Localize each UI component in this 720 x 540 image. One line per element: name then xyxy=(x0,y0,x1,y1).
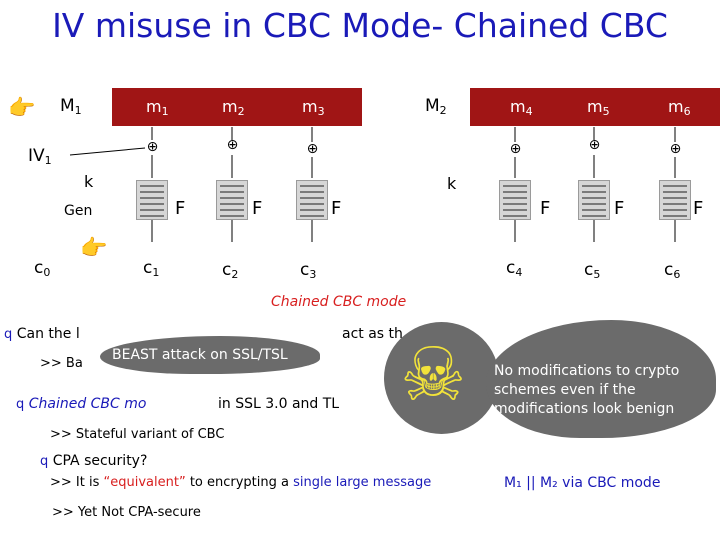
xor-icon: ⊕ xyxy=(509,141,522,157)
ba-fragment: >> Ba xyxy=(40,356,83,371)
gen-label: Gen xyxy=(64,203,93,219)
question-reuse-end: act as th xyxy=(342,326,403,342)
diagram-lines xyxy=(69,127,676,242)
beast-attack-cloud xyxy=(100,336,320,374)
message-block-M1: m1 m2 m3 xyxy=(112,88,362,126)
ciphertext-label: c6 xyxy=(664,260,681,281)
warning-cloud xyxy=(486,320,716,438)
slide-title: IV misuse in CBC Mode- Chained CBC xyxy=(52,6,668,45)
F-label: F xyxy=(252,198,263,219)
xor-icon: ⊕ xyxy=(669,141,682,157)
F-label: F xyxy=(614,198,625,219)
ciphertext-label: c5 xyxy=(584,260,601,281)
warning-message: No modifications to crypto schemes even … xyxy=(494,363,680,417)
equivalence-line: >> It is “equivalent” to encrypting a si… xyxy=(50,475,432,490)
key-label: k xyxy=(84,172,94,191)
not-cpa-secure: >> Yet Not CPA-secure xyxy=(52,505,201,520)
ciphertext-label: c3 xyxy=(300,260,317,281)
message-M1-label: M1 xyxy=(60,96,82,117)
question-reuse: q Can the l xyxy=(4,326,80,342)
block-cipher-F-box xyxy=(499,180,531,220)
ciphertext-label: c1 xyxy=(143,258,160,279)
diagram-caption: Chained CBC mode xyxy=(271,294,407,310)
xor-icon: ⊕ xyxy=(306,141,319,157)
xor-icon: ⊕ xyxy=(146,139,159,155)
F-label: F xyxy=(540,198,551,219)
F-label: F xyxy=(693,198,704,219)
ciphertext-label: c0 xyxy=(34,258,51,279)
bullet-icon: q xyxy=(16,397,25,412)
bullet-icon: q xyxy=(40,454,49,469)
ssl-fragment: in SSL 3.0 and TL xyxy=(218,396,340,412)
iv1-label: IV1 xyxy=(28,146,52,167)
key-label: k xyxy=(447,174,457,193)
xor-icon: ⊕ xyxy=(226,137,239,153)
block-cipher-F-box xyxy=(296,180,328,220)
F-label: F xyxy=(175,198,186,219)
question-cpa: q CPA security? xyxy=(40,453,148,469)
warning-cloud xyxy=(384,322,499,434)
beast-attack-label: BEAST attack on SSL/TSL xyxy=(112,347,288,363)
block-cipher-F-box xyxy=(659,180,691,220)
pointing-hand-icon: 👉 xyxy=(80,236,108,261)
message-block-M2: m4 m5 m6 xyxy=(470,88,720,126)
stateful-variant: >> Stateful variant of CBC xyxy=(50,427,225,442)
ciphertext-label: c2 xyxy=(222,260,239,281)
question-chained-cbc: q Chained CBC mo xyxy=(16,396,147,412)
concatenation-label: M₁ || M₂ via CBC mode xyxy=(504,475,661,491)
message-M2-label: M2 xyxy=(425,96,447,117)
xor-icon: ⊕ xyxy=(588,137,601,153)
block-cipher-F-box xyxy=(578,180,610,220)
bullet-icon: q xyxy=(4,327,13,342)
skull-and-crossbones-icon: ☠ xyxy=(400,332,467,418)
block-cipher-F-box xyxy=(136,180,168,220)
F-label: F xyxy=(331,198,342,219)
pointing-hand-icon: 👉 xyxy=(8,96,36,121)
block-cipher-F-box xyxy=(216,180,248,220)
ciphertext-label: c4 xyxy=(506,258,523,279)
